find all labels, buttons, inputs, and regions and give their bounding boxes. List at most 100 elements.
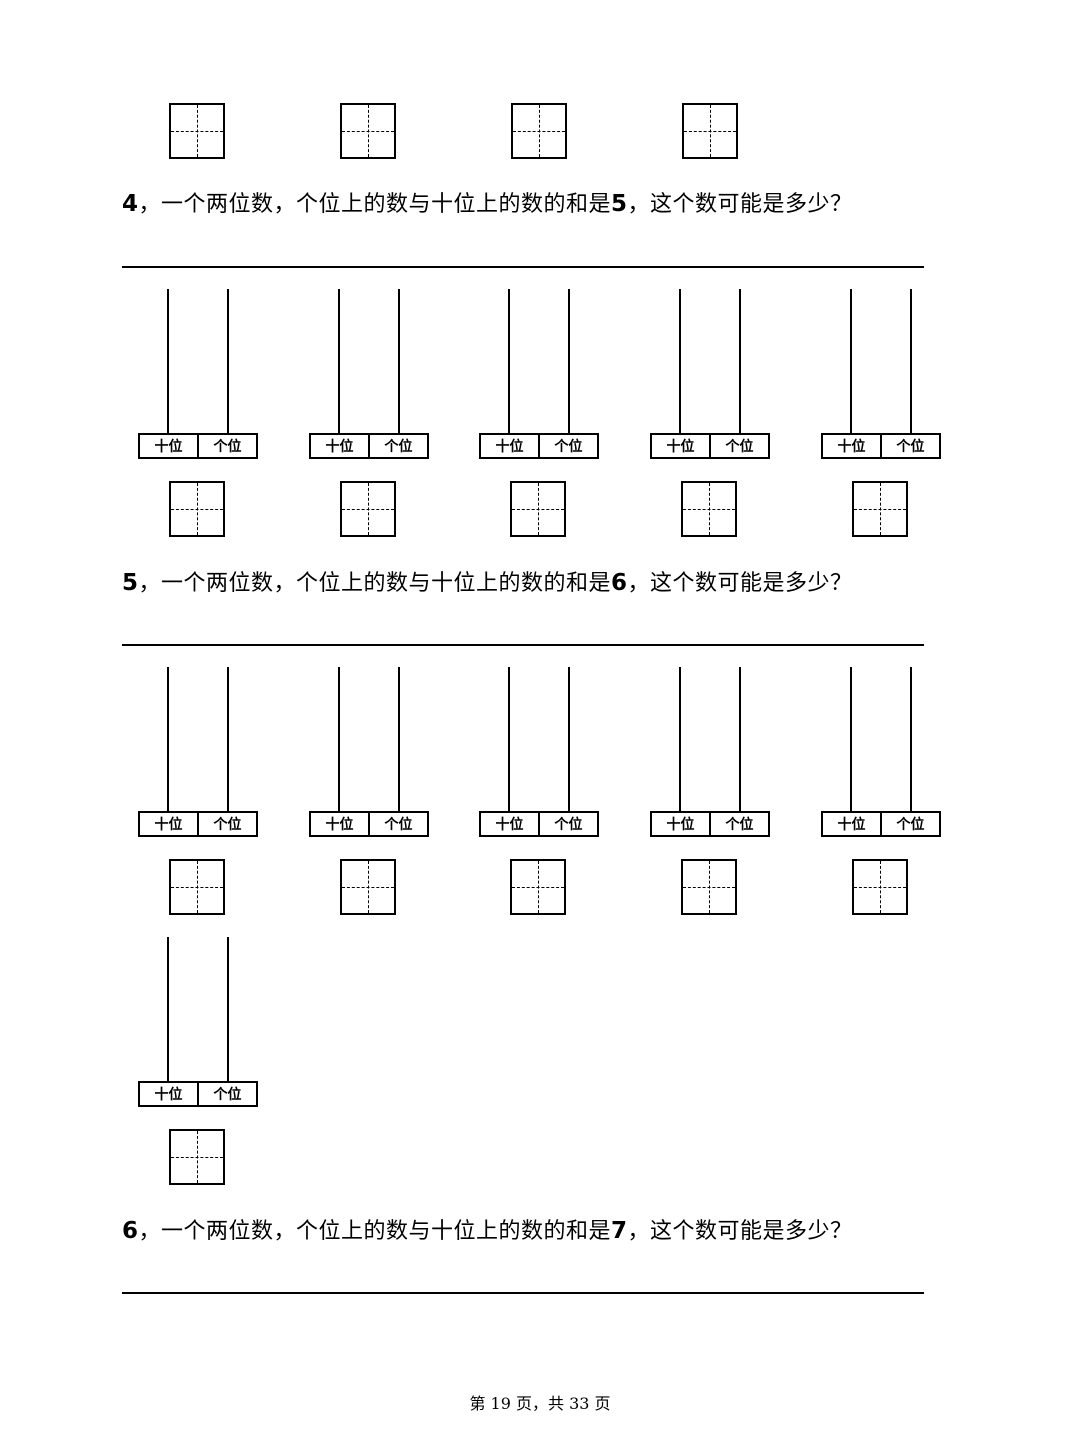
question-sum: 5 [611, 191, 628, 217]
ones-label: 个位 [538, 435, 597, 457]
place-value-base: 十位个位 [309, 811, 429, 837]
ones-rod [398, 289, 400, 433]
question-number: 6 [122, 1218, 139, 1244]
place-value-base: 十位个位 [138, 1081, 258, 1107]
place-value-base: 十位个位 [821, 811, 941, 837]
tens-rod [338, 289, 340, 433]
place-value-base: 十位个位 [138, 433, 258, 459]
abacus: 十位个位 [650, 667, 770, 915]
question-sum: 6 [611, 570, 628, 596]
answer-box[interactable] [340, 859, 396, 915]
question-text: ，这个数可能是多少？ [627, 1219, 853, 1244]
ones-rod [739, 289, 741, 433]
place-value-base: 十位个位 [650, 811, 770, 837]
tens-label: 十位 [837, 817, 866, 833]
question-number: 5 [122, 570, 139, 596]
ones-rod [568, 667, 570, 811]
place-value-base: 十位个位 [479, 811, 599, 837]
tens-label: 十位 [325, 439, 354, 455]
ones-label: 个位 [368, 813, 427, 835]
tens-rod [338, 667, 340, 811]
answer-box[interactable] [681, 481, 737, 537]
tens-label: 十位 [837, 439, 866, 455]
tens-label: 十位 [495, 817, 524, 833]
answer-line[interactable] [122, 266, 924, 268]
question-4: 4，一个两位数，个位上的数与十位上的数的和是5，这个数可能是多少？ [122, 186, 853, 218]
abacus: 十位个位 [479, 289, 599, 537]
tens-label: 十位 [154, 817, 183, 833]
answer-box[interactable] [340, 481, 396, 537]
answer-box[interactable] [682, 103, 738, 159]
ones-label: 个位 [368, 435, 427, 457]
tens-label: 十位 [154, 439, 183, 455]
abacus: 十位个位 [821, 289, 941, 537]
question-text: ，这个数可能是多少？ [627, 571, 853, 596]
answer-box[interactable] [510, 481, 566, 537]
answer-box[interactable] [169, 859, 225, 915]
tens-rod [679, 289, 681, 433]
question-text: ，一个两位数，个位上的数与十位上的数的和是 [138, 1219, 612, 1244]
answer-box[interactable] [852, 859, 908, 915]
ones-rod [739, 667, 741, 811]
question-sum: 7 [611, 1218, 628, 1244]
ones-rod [227, 937, 229, 1081]
abacus: 十位个位 [309, 667, 429, 915]
abacus: 十位个位 [138, 667, 258, 915]
ones-label: 个位 [197, 1083, 256, 1105]
question-text: ，这个数可能是多少？ [627, 192, 853, 217]
tens-rod [167, 937, 169, 1081]
ones-rod [227, 289, 229, 433]
ones-label: 个位 [197, 435, 256, 457]
question-text: ，一个两位数，个位上的数与十位上的数的和是 [138, 192, 612, 217]
page-footer: 第 19 页，共 33 页 [469, 1394, 611, 1413]
question-number: 4 [122, 191, 139, 217]
tens-rod [850, 667, 852, 811]
abacus: 十位个位 [309, 289, 429, 537]
answer-box[interactable] [852, 481, 908, 537]
question-text: ，一个两位数，个位上的数与十位上的数的和是 [138, 571, 612, 596]
tens-label: 十位 [666, 817, 695, 833]
ones-label: 个位 [709, 435, 768, 457]
abacus: 十位个位 [479, 667, 599, 915]
tens-rod [167, 289, 169, 433]
tens-rod [679, 667, 681, 811]
tens-label: 十位 [325, 817, 354, 833]
answer-line[interactable] [122, 1292, 924, 1294]
answer-box[interactable] [169, 481, 225, 537]
ones-rod [910, 289, 912, 433]
answer-line[interactable] [122, 644, 924, 646]
tens-label: 十位 [666, 439, 695, 455]
abacus: 十位个位 [138, 289, 258, 537]
ones-label: 个位 [538, 813, 597, 835]
answer-box[interactable] [681, 859, 737, 915]
abacus: 十位个位 [138, 937, 258, 1185]
abacus: 十位个位 [650, 289, 770, 537]
place-value-base: 十位个位 [309, 433, 429, 459]
tens-rod [508, 289, 510, 433]
tens-rod [167, 667, 169, 811]
answer-box[interactable] [510, 859, 566, 915]
ones-rod [910, 667, 912, 811]
ones-label: 个位 [709, 813, 768, 835]
tens-label: 十位 [154, 1087, 183, 1103]
place-value-base: 十位个位 [479, 433, 599, 459]
ones-rod [227, 667, 229, 811]
ones-label: 个位 [197, 813, 256, 835]
answer-box[interactable] [340, 103, 396, 159]
abacus: 十位个位 [821, 667, 941, 915]
tens-label: 十位 [495, 439, 524, 455]
place-value-base: 十位个位 [650, 433, 770, 459]
place-value-base: 十位个位 [821, 433, 941, 459]
tens-rod [850, 289, 852, 433]
ones-rod [398, 667, 400, 811]
ones-rod [568, 289, 570, 433]
ones-label: 个位 [880, 435, 939, 457]
question-5: 5，一个两位数，个位上的数与十位上的数的和是6，这个数可能是多少？ [122, 565, 853, 597]
answer-box[interactable] [511, 103, 567, 159]
answer-box[interactable] [169, 103, 225, 159]
answer-box[interactable] [169, 1129, 225, 1185]
tens-rod [508, 667, 510, 811]
question-6: 6，一个两位数，个位上的数与十位上的数的和是7，这个数可能是多少？ [122, 1213, 853, 1245]
ones-label: 个位 [880, 813, 939, 835]
place-value-base: 十位个位 [138, 811, 258, 837]
